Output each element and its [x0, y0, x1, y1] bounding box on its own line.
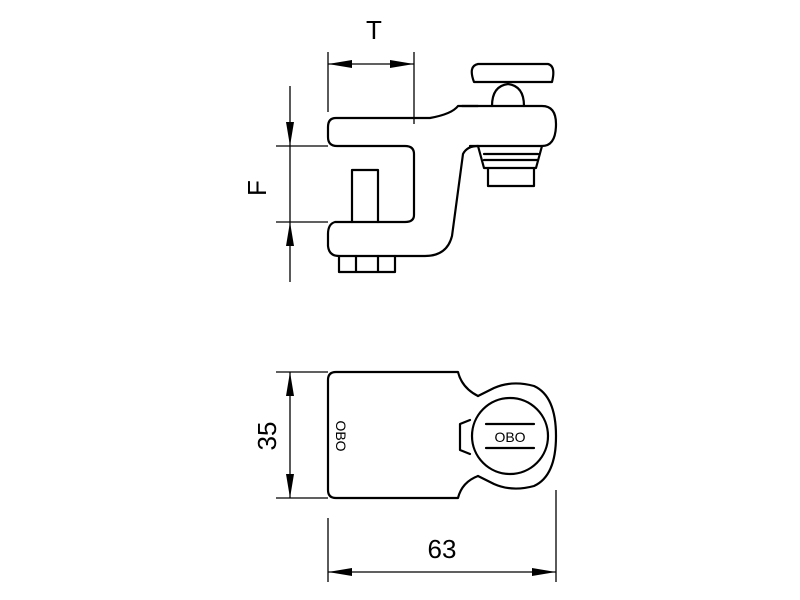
dimension-label-f: F [242, 180, 272, 196]
dimension-label-t: T [366, 15, 382, 45]
knob-ball [490, 82, 526, 108]
bolt-shaft [350, 168, 380, 224]
dimension-t: T [327, 15, 415, 124]
front-knob-circle [470, 396, 550, 476]
dimension-label-length: 63 [428, 534, 457, 564]
front-body-outline [326, 370, 480, 500]
front-logo: OBO [494, 429, 525, 445]
clamp-body-outline [326, 104, 480, 258]
dimension-height: 35 [252, 371, 328, 499]
side-logo: OBO [333, 420, 349, 451]
side-view [326, 62, 558, 274]
knob-cap [470, 62, 555, 84]
dimension-label-height: 35 [252, 422, 282, 451]
hex-nut [476, 144, 544, 188]
dimension-length: 63 [327, 490, 557, 582]
front-view: OBO OBO [326, 370, 558, 500]
eye-section [460, 104, 558, 148]
front-eye-outline [458, 382, 558, 490]
dimension-f: F [242, 86, 328, 282]
bottom-nut [337, 254, 397, 274]
